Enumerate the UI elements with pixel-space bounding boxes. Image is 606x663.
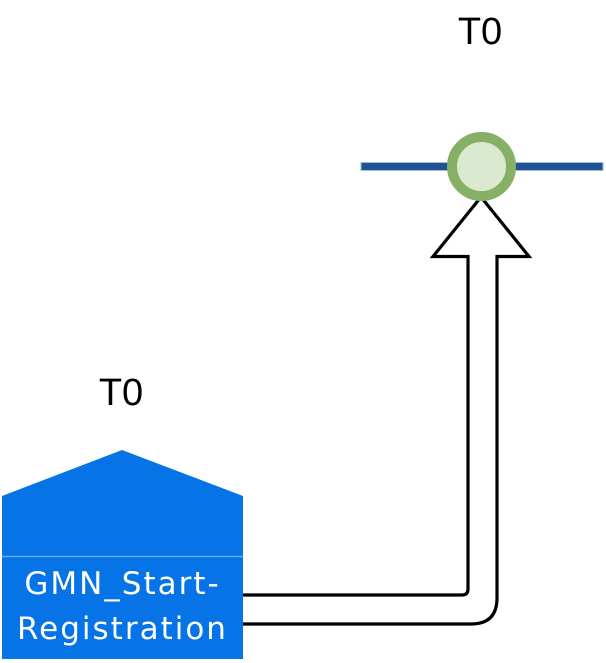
task-time-label: T0 [98,372,144,414]
task-shape [2,450,243,659]
event-circle [447,132,516,201]
task-label-line2: Registration [17,611,228,647]
flow-arrow [243,194,533,626]
event-time-label: T0 [457,11,503,53]
task-label: GMN_Start- Registration [2,562,243,652]
task-label-line1: GMN_Start- [24,566,221,602]
